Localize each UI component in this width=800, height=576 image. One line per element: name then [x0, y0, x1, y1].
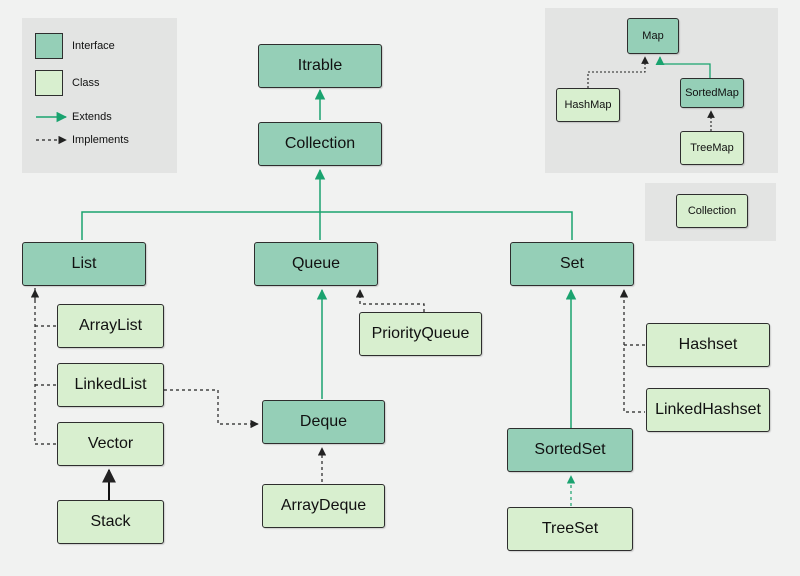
node-hashset: Hashset [646, 323, 770, 367]
node-priorityqueue: PriorityQueue [359, 312, 482, 356]
node-linkedhashset: LinkedHashset [646, 388, 770, 432]
legend-interface-swatch [35, 33, 63, 59]
node-list: List [22, 242, 146, 286]
edge-list-collection [81, 211, 320, 240]
node-arraydeque: ArrayDeque [262, 484, 385, 528]
node-sortedmap: SortedMap [680, 78, 744, 108]
node-hashmap: HashMap [556, 88, 620, 122]
edge-sortedmap-map [655, 56, 711, 78]
node-treeset: TreeSet [507, 507, 633, 551]
node-collection-note: Collection [676, 194, 748, 228]
node-stack: Stack [57, 500, 164, 544]
node-vector: Vector [57, 422, 164, 466]
legend-class-swatch [35, 70, 63, 96]
edge-list-implementations [34, 288, 57, 445]
edge-linkedlist-deque [164, 389, 259, 429]
edge-set-implementations [623, 344, 645, 413]
node-linkedlist: LinkedList [57, 363, 164, 407]
legend-interface-label: Interface [72, 40, 115, 52]
edge-priorityqueue-queue [355, 289, 425, 312]
node-map: Map [627, 18, 679, 54]
edge-set-collection [320, 211, 573, 240]
node-queue: Queue [254, 242, 378, 286]
node-set: Set [510, 242, 634, 286]
legend-implements-label: Implements [72, 134, 129, 146]
node-arraylist: ArrayList [57, 304, 164, 348]
node-itrable: Itrable [258, 44, 382, 88]
node-sortedset: SortedSet [507, 428, 633, 472]
node-treemap: TreeMap [680, 131, 744, 165]
node-deque: Deque [262, 400, 385, 444]
legend-extends-label: Extends [72, 111, 112, 123]
legend-class-label: Class [72, 77, 100, 89]
node-collection: Collection [258, 122, 382, 166]
edge-hashmap-map [587, 56, 649, 88]
